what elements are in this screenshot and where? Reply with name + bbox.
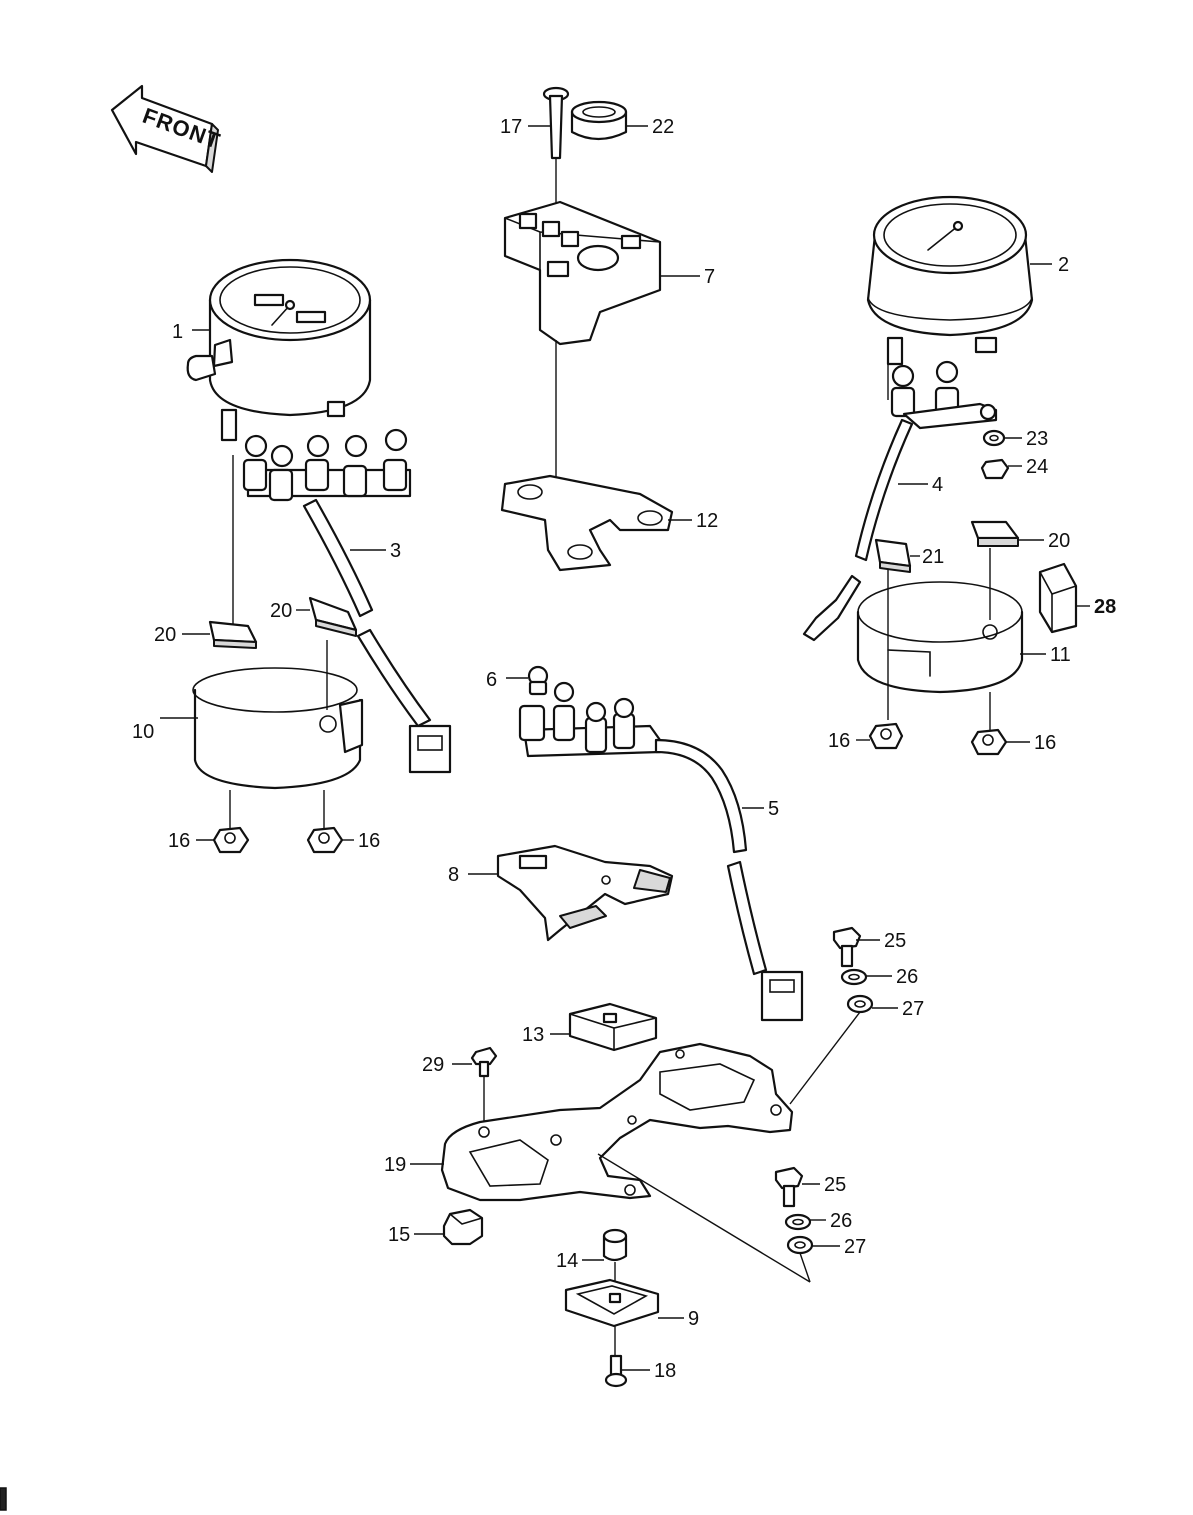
bulb-harness-right (802, 360, 998, 642)
callout-16-right-a: 16 (828, 730, 850, 752)
bolt-25-upper (832, 926, 862, 968)
screw-17 (542, 86, 570, 230)
callout-labels: 1 2 3 4 5 6 7 8 9 10 11 12 13 14 15 16 1… (132, 116, 1116, 1382)
callout-20-left-b: 20 (270, 600, 292, 622)
callout-16-right-b: 16 (1034, 732, 1056, 754)
cushion-28 (1038, 562, 1078, 634)
callout-22: 22 (652, 116, 674, 138)
callout-15: 15 (388, 1224, 410, 1246)
washer-27-upper (789, 994, 874, 1105)
callout-7: 7 (704, 266, 715, 288)
meter-left (186, 258, 372, 442)
callout-14: 14 (556, 1250, 578, 1272)
page-edge-mark (0, 1487, 7, 1511)
callout-10: 10 (132, 721, 154, 743)
callout-27-lower: 27 (844, 1236, 866, 1258)
callout-4: 4 (932, 474, 943, 496)
screw-18 (604, 1354, 628, 1388)
callout-18: 18 (654, 1360, 676, 1382)
callout-5: 5 (768, 798, 779, 820)
callout-9: 9 (688, 1308, 699, 1330)
callout-25-upper: 25 (884, 930, 906, 952)
meter-case-right (856, 548, 1024, 730)
bulb-6 (527, 665, 549, 696)
cushion-21 (874, 538, 912, 573)
washer-23 (982, 429, 1006, 447)
grommet-22 (570, 100, 628, 141)
meter-right (866, 195, 1034, 366)
callout-6: 6 (486, 669, 497, 691)
callout-26-lower: 26 (830, 1210, 852, 1232)
callout-1: 1 (172, 321, 183, 343)
cushion-20-left (208, 596, 358, 649)
nut-16-left-a (212, 826, 250, 854)
plate-19 (440, 1042, 811, 1283)
callout-2: 2 (1058, 254, 1069, 276)
callout-16-left-b: 16 (358, 830, 380, 852)
nut-16-left-b (306, 826, 344, 854)
callout-26-upper: 26 (896, 966, 918, 988)
bolt-25-lower (774, 1166, 804, 1208)
callout-20-right: 20 (1048, 530, 1070, 552)
screw-29 (470, 1046, 498, 1128)
meter-case-left (192, 455, 364, 830)
callout-21: 21 (922, 546, 944, 568)
nut-16-right-a (868, 722, 904, 750)
callout-20-left-a: 20 (154, 624, 176, 646)
callout-23: 23 (1026, 428, 1048, 450)
bracket-12 (500, 474, 674, 572)
callout-24: 24 (1026, 456, 1048, 478)
callout-19: 19 (384, 1154, 406, 1176)
callout-12: 12 (696, 510, 718, 532)
bracket-7 (503, 200, 662, 490)
nut-15 (442, 1208, 484, 1246)
front-arrow: FRONT (110, 84, 224, 173)
callout-13: 13 (522, 1024, 544, 1046)
bracket-8 (496, 844, 674, 942)
callout-16-left-a: 16 (168, 830, 190, 852)
pad-13 (568, 1002, 658, 1052)
pad-9 (564, 1278, 660, 1360)
washer-26-upper (840, 968, 868, 986)
callout-11: 11 (1050, 644, 1071, 666)
callout-8: 8 (448, 864, 459, 886)
washer-27-lower (786, 1235, 814, 1283)
nut-16-right-b (970, 728, 1008, 756)
callout-3: 3 (390, 540, 401, 562)
callout-25-lower: 25 (824, 1174, 846, 1196)
indicator-harness-5 (518, 681, 804, 1022)
callout-29: 29 (422, 1054, 444, 1076)
nut-24 (980, 458, 1010, 480)
cushion-20-right (970, 520, 1020, 547)
callout-17: 17 (500, 116, 522, 138)
callout-28: 28 (1094, 596, 1116, 618)
callout-leaders (160, 125, 1090, 1371)
bulb-harness-left (242, 428, 452, 774)
callout-27-upper: 27 (902, 998, 924, 1020)
washer-26-lower (784, 1213, 812, 1231)
